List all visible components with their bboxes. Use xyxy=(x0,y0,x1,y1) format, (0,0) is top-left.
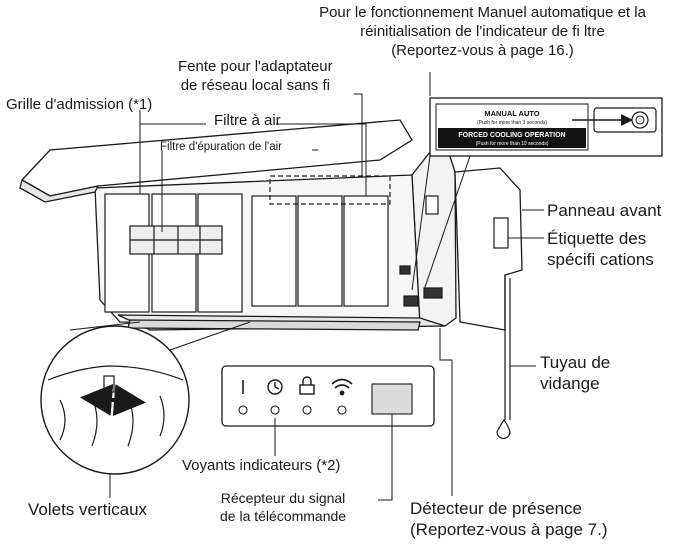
label-lan-slot: Fente pour l'adaptateur de réseau local … xyxy=(178,58,333,96)
wifi-icon xyxy=(331,378,353,396)
indicator-lamp xyxy=(238,405,248,415)
sticker-manual-auto-note: (Push for more than 3 seconds) xyxy=(477,120,547,126)
label-spec-label-line2: spécifi cations xyxy=(547,250,654,270)
label-lan-slot-line1: Fente pour l'adaptateur xyxy=(178,58,333,75)
label-air-filter: Filtre à air xyxy=(214,112,281,129)
label-manual-auto: Pour le fonctionnement Manuel automatiqu… xyxy=(290,4,675,60)
lock-icon xyxy=(299,376,315,395)
sticker-manual-auto: MANUAL AUTO xyxy=(484,109,539,118)
label-front-panel: Panneau avant xyxy=(547,201,662,220)
label-purification-filter: Filtre d'épuration de l'air xyxy=(160,141,283,153)
label-lan-slot-line2: de réseau local sans fi xyxy=(180,76,330,94)
label-presence-sensor: Détecteur de présence (Reportez-vous à p… xyxy=(410,498,608,541)
label-vertical-louvers: Volets verticaux xyxy=(28,500,148,519)
indicator-panel xyxy=(221,365,435,427)
louver-zoom xyxy=(40,321,251,498)
leader-lines xyxy=(139,72,544,501)
front-panel-details xyxy=(493,217,511,440)
indicator-lamp xyxy=(302,405,312,415)
label-spec-label-line1: Étiquette des xyxy=(547,229,647,248)
label-remote-receiver: Récepteur du signal de la télécommande xyxy=(220,490,346,525)
label-remote-receiver-line2: de la télécommande xyxy=(220,507,347,524)
label-presence-sensor-line2: (Reportez-vous à page 7.) xyxy=(410,520,608,540)
label-drain-hose-line1: Tuyau de xyxy=(540,353,611,372)
louver-swing-arrow xyxy=(80,383,146,417)
intake-grille xyxy=(19,119,413,203)
label-drain-hose: Tuyau de vidange xyxy=(540,352,610,395)
label-remote-receiver-line1: Récepteur du signal xyxy=(220,490,346,506)
label-drain-hose-line2: vidange xyxy=(540,374,600,394)
remote-receiver-window xyxy=(371,383,413,415)
sticker-forced-cooling-note: (Push for more than 10 seconds) xyxy=(476,141,549,147)
right-filters xyxy=(251,175,443,307)
button-sticker-callout: MANUAL AUTO (Push for more than 3 second… xyxy=(411,97,663,291)
label-indicator-lamps: Voyants indicateurs (*2) xyxy=(182,457,341,474)
indicator-lamp xyxy=(270,405,280,415)
label-intake-grille: Grille d'admission (*1) xyxy=(6,96,153,113)
label-spec-label: Étiquette des spécifi cations xyxy=(547,228,654,271)
water-drop-icon xyxy=(496,419,511,440)
left-filters xyxy=(104,193,243,313)
timer-icon xyxy=(267,379,283,395)
sticker-forced-cooling: FORCED COOLING OPERATION xyxy=(458,132,565,139)
label-manual-auto-line3: (Reportez-vous à page 16.) xyxy=(391,41,574,59)
indicator-lamp xyxy=(337,405,347,415)
label-manual-auto-line1: Pour le fonctionnement Manuel automatiqu… xyxy=(319,4,646,21)
label-presence-sensor-line1: Détecteur de présence xyxy=(410,499,582,518)
label-manual-auto-line2: réinitialisation de l'indicateur de fi l… xyxy=(360,22,605,40)
